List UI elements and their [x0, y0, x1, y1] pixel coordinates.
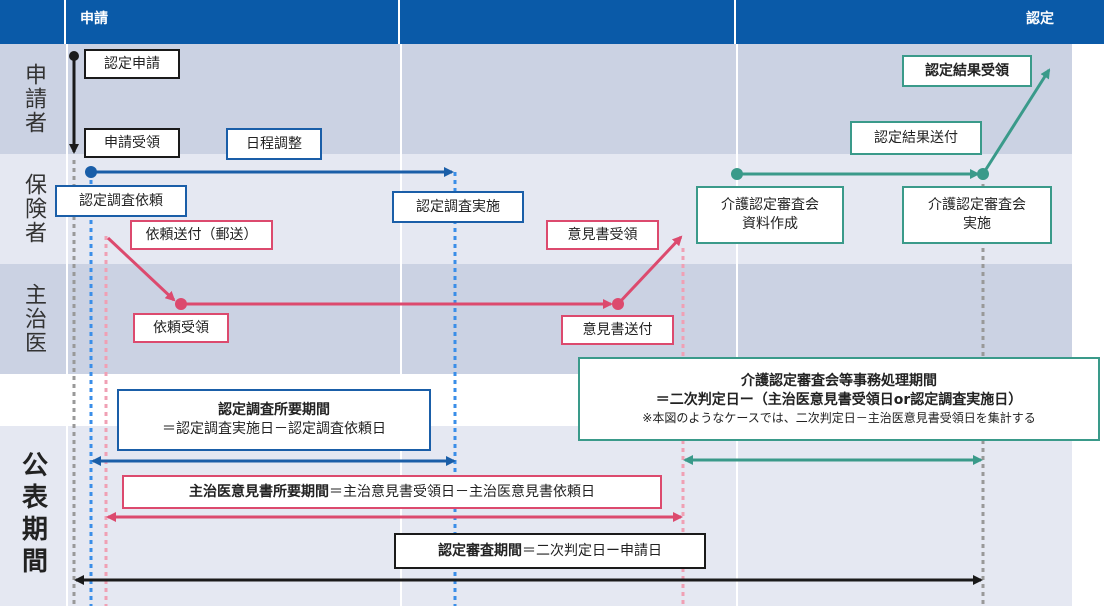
header-cell-label	[0, 0, 66, 44]
admin-period-formula: ＝二次判定日ー（主治医意見書受領日or認定調査実施日）	[655, 391, 1023, 408]
survey-period-title: 認定調査所要期間	[218, 402, 330, 419]
box-admin-period: 介護認定審査会等事務処理期間 ＝二次判定日ー（主治医意見書受領日or認定調査実施…	[578, 357, 1100, 441]
admin-period-note: ※本図のようなケースでは、二次判定日－主治医意見書受領日を集計する	[642, 410, 1036, 425]
box-survey-request: 認定調査依頼	[55, 185, 187, 217]
box-opinion-period: 主治医意見書所要期間＝主治意見書受領日－主治医意見書依頼日	[122, 475, 662, 509]
box-committee-material-prep-line1: 介護認定審査会	[721, 197, 819, 214]
arrow-opinion-send	[616, 235, 683, 306]
box-certification-application: 認定申請	[84, 49, 180, 79]
box-committee-material-prep: 介護認定審査会 資料作成	[696, 186, 844, 244]
timeline-header	[0, 0, 1104, 44]
column-divider	[66, 44, 68, 606]
arrow-request-send	[106, 236, 176, 302]
lane-label-applicant: 申請者	[21, 63, 46, 135]
box-result-received: 認定結果受領	[902, 55, 1032, 87]
header-end-label: 認定	[1026, 11, 1054, 27]
column-divider	[400, 44, 402, 606]
box-scheduling: 日程調整	[226, 128, 322, 160]
box-committee-held-line1: 介護認定審査会	[928, 197, 1026, 214]
review-period-formula: ＝二次判定日ー申請日	[522, 542, 662, 559]
admin-period-title: 介護認定審査会等事務処理期間	[741, 373, 937, 390]
box-opinion-sent: 意見書送付	[561, 315, 674, 345]
box-committee-material-prep-line2: 資料作成	[742, 216, 798, 232]
survey-period-formula: ＝認定調査実施日－認定調査依頼日	[162, 421, 386, 437]
lane-label-public: 公表期間	[17, 451, 48, 579]
opinion-period-formula: ＝主治意見書受領日－主治医意見書依頼日	[329, 483, 595, 500]
box-request-sent-mail: 依頼送付（郵送）	[130, 220, 273, 250]
column-divider	[736, 44, 738, 606]
box-survey-conducted: 認定調査実施	[392, 191, 524, 223]
box-application-received: 申請受領	[84, 128, 180, 158]
box-committee-held-line2: 実施	[963, 216, 991, 232]
review-period-title: 認定審査期間	[438, 542, 522, 559]
lane-label-insurer: 保険者	[21, 173, 46, 245]
opinion-period-title: 主治医意見書所要期間	[189, 483, 329, 500]
header-cell-1	[66, 0, 400, 44]
box-request-received: 依頼受領	[133, 313, 229, 343]
box-opinion-received: 意見書受領	[546, 220, 659, 250]
box-result-sent: 認定結果送付	[850, 121, 982, 155]
header-start-label: 申請	[80, 11, 108, 27]
header-cell-2	[400, 0, 736, 44]
box-committee-held: 介護認定審査会 実施	[902, 186, 1052, 244]
box-survey-period: 認定調査所要期間 ＝認定調査実施日－認定調査依頼日	[117, 389, 431, 451]
arrow-result-send	[981, 68, 1051, 175]
lane-label-doctor: 主治医	[21, 283, 46, 355]
box-review-period: 認定審査期間＝二次判定日ー申請日	[394, 533, 706, 569]
